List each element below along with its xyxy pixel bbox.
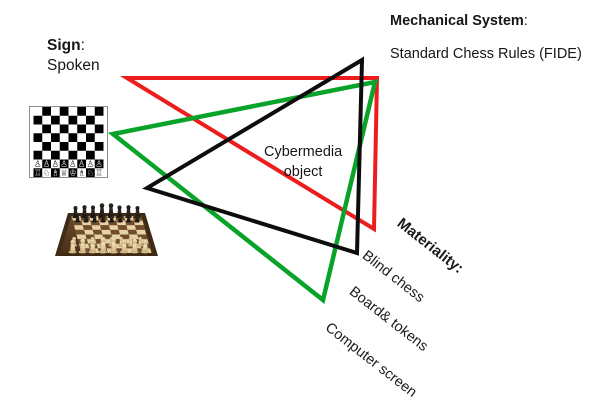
label-cybermedia-line2: object — [283, 163, 323, 180]
chess-diagram-2d: ♜ ♞ ♝ ♛ ♚ ♝ ♞ ♜ ♟ ♟ ♟ ♟ ♟ ♟ ♟ ♟ ♙ ♙ ♙ ♙ … — [29, 106, 108, 178]
svg-text:♟: ♟ — [95, 115, 102, 125]
svg-text:♜: ♜ — [95, 106, 102, 116]
label-sign-heading: Sign: — [47, 36, 100, 56]
svg-text:♟: ♟ — [43, 115, 50, 125]
svg-text:♚: ♚ — [69, 106, 76, 116]
label-sign-heading-text: Sign — [47, 37, 81, 54]
red-triangle — [119, 76, 380, 233]
svg-text:♙: ♙ — [52, 159, 59, 169]
svg-text:♙: ♙ — [43, 159, 50, 169]
label-sign-colon: : — [80, 37, 85, 54]
svg-text:♙: ♙ — [34, 159, 41, 169]
svg-text:♙: ♙ — [78, 159, 85, 169]
svg-text:♗: ♗ — [78, 167, 85, 177]
svg-text:♙: ♙ — [87, 159, 94, 169]
green-triangle — [107, 79, 379, 304]
svg-text:♞: ♞ — [43, 106, 50, 116]
svg-text:♟: ♟ — [52, 115, 59, 125]
svg-text:♞: ♞ — [87, 106, 94, 116]
svg-text:♛: ♛ — [60, 106, 67, 116]
svg-text:♙: ♙ — [60, 159, 67, 169]
svg-text:♟: ♟ — [87, 115, 94, 125]
label-mechanical-heading-text: Mechanical System — [390, 13, 524, 29]
black-triangle — [142, 56, 365, 256]
svg-text:♝: ♝ — [78, 106, 85, 116]
svg-text:♟: ♟ — [60, 115, 67, 125]
label-mechanical-heading: Mechanical System: — [390, 12, 582, 31]
label-mechanical-system: Mechanical System: Standard Chess Rules … — [390, 12, 582, 64]
label-cybermedia-object: Cybermedia object — [264, 143, 342, 182]
label-mechanical-colon: : — [523, 13, 528, 29]
label-cybermedia-line1: Cybermedia — [264, 144, 343, 160]
svg-text:♟: ♟ — [69, 115, 76, 125]
chess-board-3d — [55, 203, 158, 256]
svg-text:♖: ♖ — [95, 167, 102, 177]
label-sign: Sign: Spoken — [47, 36, 100, 77]
svg-text:♗: ♗ — [52, 167, 59, 177]
svg-text:♘: ♘ — [87, 167, 94, 177]
svg-text:♜: ♜ — [34, 106, 41, 116]
svg-text:♝: ♝ — [52, 106, 59, 116]
label-sign-value: Spoken — [47, 57, 100, 75]
svg-text:♕: ♕ — [60, 167, 67, 177]
svg-text:♔: ♔ — [69, 167, 76, 177]
svg-text:♖: ♖ — [34, 167, 41, 177]
svg-text:♘: ♘ — [43, 167, 50, 177]
svg-text:♙: ♙ — [95, 159, 102, 169]
svg-text:♟: ♟ — [78, 115, 85, 125]
svg-text:♙: ♙ — [69, 159, 76, 169]
label-mechanical-value: Standard Chess Rules (FIDE) — [390, 46, 582, 63]
svg-text:♟: ♟ — [34, 115, 41, 125]
